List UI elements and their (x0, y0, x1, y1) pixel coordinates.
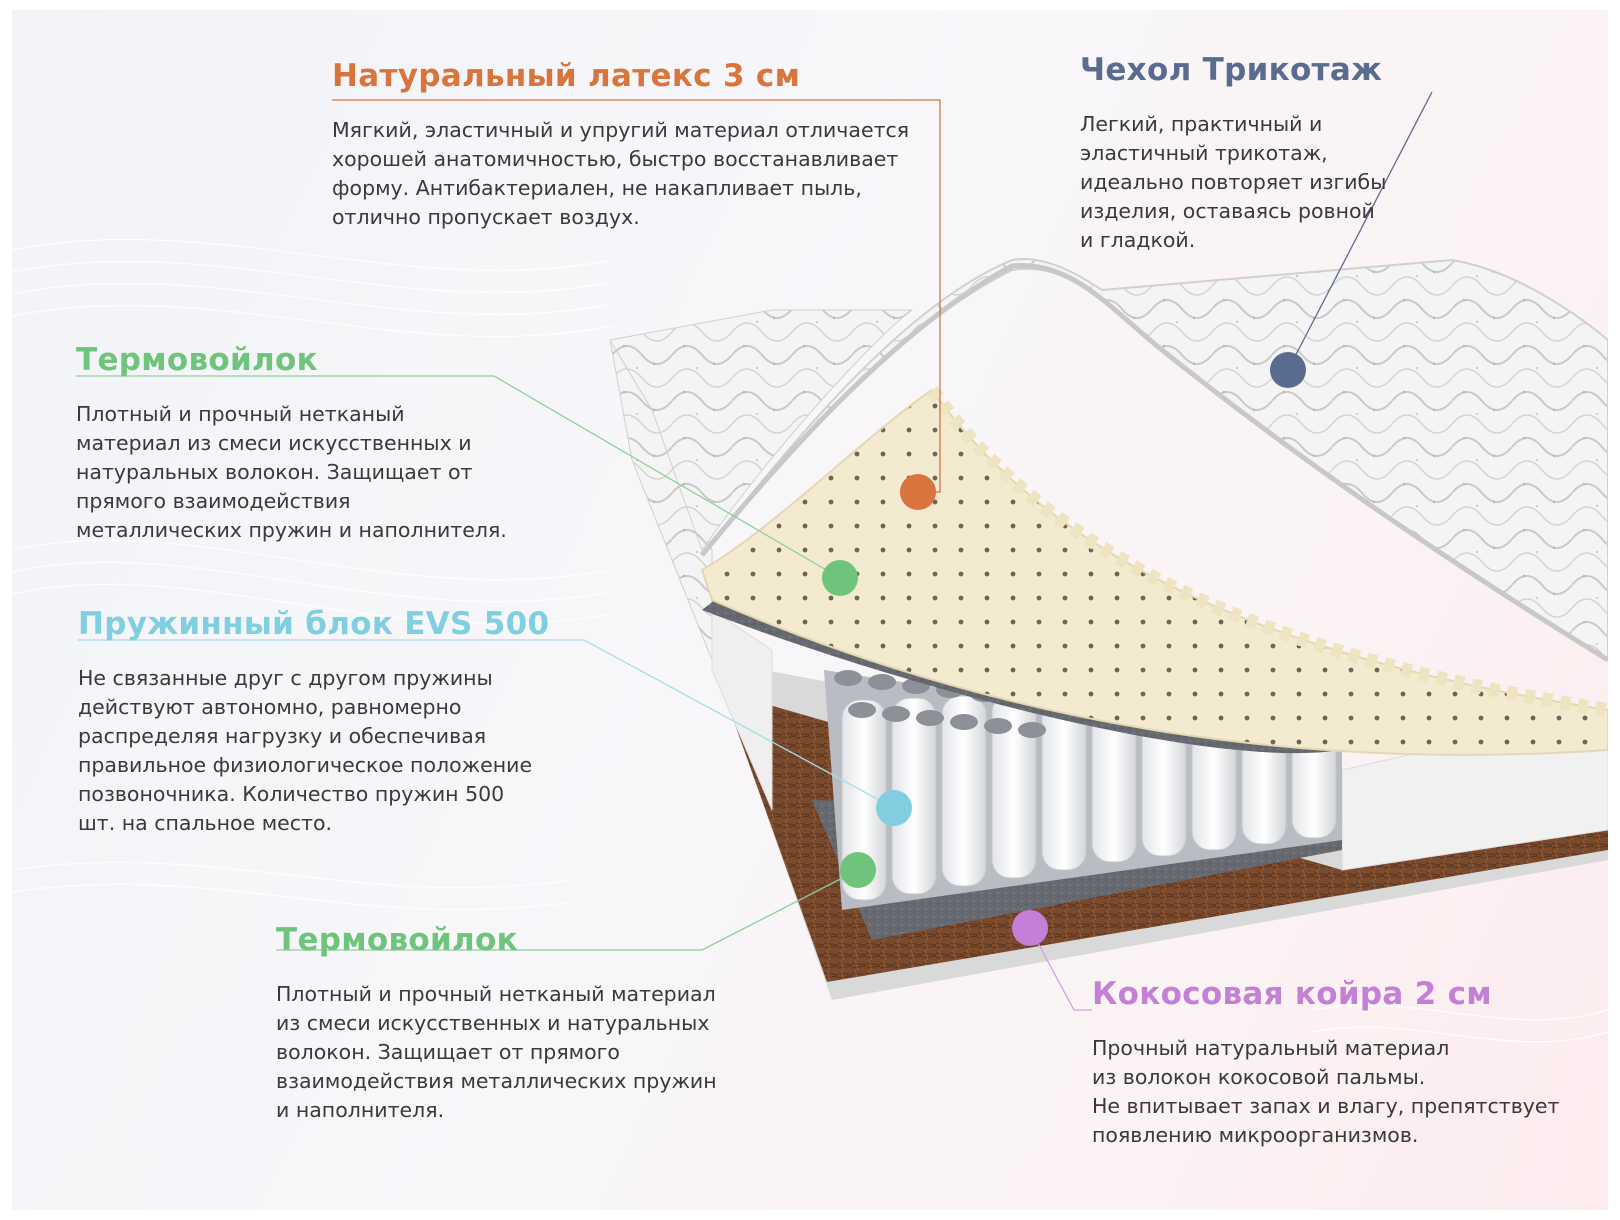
coco-marker-dot (1012, 910, 1048, 946)
callout-coco-title: Кокосовая койра 2 см (1092, 976, 1492, 1012)
cover-leader-line (1287, 91, 1433, 371)
latex-edge (926, 385, 1608, 717)
coco-leader-line (1029, 927, 1092, 1011)
latex-marker-dot (900, 474, 936, 510)
foam-block-left (711, 609, 773, 811)
infographic-canvas: Натуральный латекс 3 см Мягкий, эластичн… (12, 10, 1608, 1210)
felt-top-leader-line (76, 375, 841, 579)
callout-spring-text: Не связанные друг с другом пружины дейст… (78, 666, 533, 835)
callout-cover-title: Чехол Трикотаж (1080, 52, 1383, 88)
callout-felt-bottom: Термовойлок Плотный и прочный нетканый м… (276, 922, 746, 1125)
mattress-top-surface-left (609, 309, 914, 552)
callout-spring-title: Пружинный блок EVS 500 (78, 606, 550, 642)
callout-coconut-coir: Кокосовая койра 2 см Прочный натуральный… (1092, 976, 1592, 1150)
spring-marker-dot (876, 790, 912, 826)
callout-felt-bottom-text: Плотный и прочный нетканый материал из с… (276, 982, 717, 1122)
mattress-cutaway-illustration (76, 91, 1608, 1011)
felt-bottom-leader-line (276, 869, 859, 951)
callout-spring-block: Пружинный блок EVS 500 Не связанные друг… (78, 606, 578, 838)
callout-felt-top-text: Плотный и прочный нетканый материал из с… (76, 402, 507, 542)
felt-top-marker-dot (822, 560, 858, 596)
callout-latex: Натуральный латекс 3 см Мягкий, эластичн… (332, 58, 932, 232)
callout-latex-title: Натуральный латекс 3 см (332, 58, 801, 94)
callout-coco-text: Прочный натуральный материал из волокон … (1092, 1036, 1560, 1147)
callout-cover: Чехол Трикотаж Легкий, практичный и элас… (1080, 52, 1440, 255)
callout-felt-top: Термовойлок Плотный и прочный нетканый м… (76, 342, 546, 545)
callout-latex-text: Мягкий, эластичный и упругий материал от… (332, 118, 910, 229)
callout-felt-top-title: Термовойлок (76, 342, 318, 378)
callout-cover-text: Легкий, практичный и эластичный трикотаж… (1080, 112, 1387, 252)
background-wave-lines (12, 238, 1608, 1043)
cover-edge-piping (700, 263, 1608, 663)
felt-bottom-marker-dot (840, 852, 876, 888)
callout-felt-bottom-title: Термовойлок (276, 922, 518, 958)
cover-marker-dot (1270, 352, 1306, 388)
spring-leader-line (78, 639, 895, 809)
